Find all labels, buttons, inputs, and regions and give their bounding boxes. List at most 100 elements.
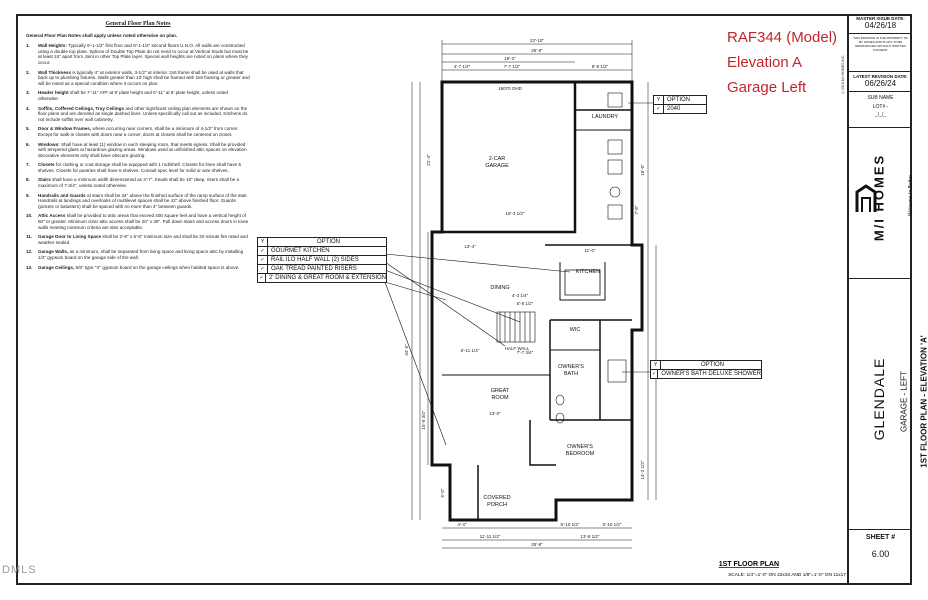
dim-bottom-right: 13'-8 1/2": [581, 534, 600, 539]
room-owners-bedroom-line1: OWNER'S: [567, 444, 593, 450]
note-item: 4. Soffits, Coffered Ceilings, Tray Ceili…: [26, 106, 250, 123]
dim-left-garage: 21'-4": [426, 154, 431, 166]
note-heading: Garage Walls,: [38, 249, 69, 255]
sub-name-label: SUB NAME: [867, 95, 894, 101]
room-wic: WIC: [570, 327, 581, 333]
room-great-room-line2: ROOM: [491, 395, 509, 401]
note-item: 8.Stairs shall have a minimum width dime…: [26, 177, 250, 188]
dim-bottom-seg1: 4'-4": [458, 522, 467, 527]
copyright: ©2018 M/I HOMES INC.: [841, 54, 845, 94]
room-owners-bedroom-line2: BEDROOM: [566, 451, 595, 457]
dim-stair-run: 7'-7 3/4": [517, 350, 534, 355]
dim-left-porch: 5'-0": [440, 488, 445, 497]
room-covered-porch-line1: COVERED: [483, 495, 510, 501]
dim-dining-width: 13'-4": [464, 244, 476, 249]
note-body: shall have a minimum width dimensioned a…: [38, 177, 240, 189]
room-owners-bath-line1: OWNER'S: [558, 364, 584, 370]
dim-bottom-seg3: 5'-10 1/2": [603, 522, 622, 527]
note-heading: Soffits, Coffered Ceilings, Tray Ceiling…: [38, 105, 125, 111]
note-body: for clothing or coat storage shall be eq…: [38, 162, 242, 173]
dim-top-seg3: 8'-8 1/2": [592, 64, 609, 69]
note-heading: Wall Heights:: [38, 43, 67, 49]
dim-left-overall: 34'-5": [404, 344, 409, 356]
check-icon: ✓: [258, 274, 267, 282]
sheet-number: 6.00: [871, 549, 890, 559]
check-icon: ✓: [258, 247, 268, 255]
dim-dining-depth: 6'-11 1/4": [461, 348, 480, 353]
dim-bottom-left: 11'-11 1/2": [480, 534, 501, 539]
note-body: at stairs shall be 34" above the finishe…: [38, 192, 248, 209]
elevation-label: Elevation A: [727, 54, 803, 71]
dim-left-great-room: 15'-0 3/4": [421, 410, 426, 429]
note-body: shall be 7'-11" AFF at 9' plate height a…: [38, 90, 228, 101]
note-item: 5. Door & Window Frames, where occurring …: [26, 126, 250, 137]
option-item: RAIL ILO HALF WALL (2) SIDES: [271, 257, 359, 263]
dim-right-bedroom: 14'-2 1/2": [640, 460, 645, 479]
dim-bottom-overall: 25'-8": [531, 542, 543, 547]
brand-tagline: Welcome to Better.: [908, 173, 914, 217]
note-body: where occurring near corners, shall be a…: [38, 126, 239, 137]
note-heading: Door & Window Frames,: [38, 126, 92, 132]
note-body: shall be 2'-8" x 6'-8" minimum size and …: [38, 234, 248, 245]
dim-garage-door: 16070 OHD: [498, 86, 523, 91]
note-heading: Garage Door to Living Space: [38, 234, 102, 240]
note-body: shall be provided to attic areas that ex…: [38, 213, 249, 230]
note-item: 9.Handrails and Guards at stairs shall b…: [26, 193, 250, 210]
option-item: OAK TREAD PAINTED RISERS: [271, 266, 357, 272]
note-number: 1.: [26, 43, 30, 49]
note-number: 4.: [26, 105, 30, 111]
title-block: MASTER ISSUE DATE: 04/26/18 THIS DRAWING…: [847, 14, 928, 585]
dim-kitchen-width: 11'-0": [584, 248, 596, 253]
dim-bottom-seg2: 5'-10 1/2": [561, 522, 580, 527]
dim-top-garage: 18'-3": [504, 56, 516, 61]
note-number: 12.: [26, 249, 33, 255]
latest-revision-date: 06/26/24: [864, 79, 897, 88]
check-icon: ✓: [258, 256, 268, 264]
note-heading: Header height: [38, 90, 69, 96]
laundry-option-item: 2040: [667, 106, 681, 112]
bath-option-item: OWNER'S BATH DELUXE SHOWER: [661, 371, 761, 377]
room-garage-line1: 2-CAR: [489, 156, 506, 162]
note-number: 3.: [26, 90, 30, 96]
note-number: 2.: [26, 69, 30, 75]
mls-watermark: DMLS: [2, 564, 37, 576]
note-body: as a minimum, shall be separated from li…: [38, 249, 244, 260]
brand-logo-icon: [855, 184, 877, 212]
note-number: 7.: [26, 162, 30, 168]
note-body: Typically 9'-1-1/2" first floor and 8'-1…: [38, 43, 249, 65]
room-kitchen: KITCHEN: [576, 269, 600, 275]
check-icon: ✓: [258, 265, 268, 273]
dim-great-room-width: 13'-0": [489, 411, 501, 416]
plan-sheet-description: 1ST FLOOR PLAN - ELEVATION 'A': [919, 335, 928, 468]
option-header: OPTION: [667, 97, 691, 103]
note-item: 1. Wall Heights: Typically 9'-1-1/2" firs…: [26, 43, 250, 65]
note-body: Shall have at least (1) window in each s…: [38, 141, 247, 158]
note-item: 13.Garage Ceilings, 5/8" type "X" gypsum…: [26, 265, 250, 271]
general-notes: General Floor Plan Notes General Floor P…: [26, 21, 250, 462]
latest-revision-label: LATEST REVISION DATE:: [853, 74, 908, 79]
note-number: 10.: [26, 213, 33, 219]
master-issue-date: 04/26/18: [864, 21, 897, 30]
brand-name: M/I HOMES: [871, 153, 887, 242]
note-heading: Wall Thickness: [38, 69, 72, 75]
plan-scale: SCALE: 1/4"=1'-0" ON 22x34 AND 1/8"=1'-0…: [728, 572, 846, 578]
note-number: 5.: [26, 126, 30, 132]
note-heading: Closets: [38, 162, 55, 168]
notes-title: General Floor Plan Notes: [105, 21, 171, 27]
note-item: 2. Wall Thickness is typically 4" at exte…: [26, 70, 250, 87]
half-wall-label: HALF WALL: [505, 346, 530, 351]
note-number: 13.: [26, 264, 33, 270]
master-issue-label: MASTER ISSUE DATE:: [856, 16, 905, 21]
disclaimer: THIS DRAWING IS THE PROPERTY OF M/I HOME…: [849, 34, 912, 72]
room-garage-line2: GARAGE: [485, 163, 509, 169]
plan-garage-side: GARAGE - LEFT: [899, 371, 909, 432]
dim-top-seg1: 4'-7 1/2": [454, 64, 471, 69]
dim-stair-2: 4'-3 1/4": [512, 293, 529, 298]
note-number: 6.: [26, 141, 30, 147]
note-item: 12. Garage Walls, as a minimum, shall be …: [26, 249, 250, 260]
note-body: is typically 4" at exterior walls, 3-1/2…: [38, 69, 250, 86]
notes-lead: General Floor Plan Notes shall apply unl…: [26, 32, 178, 38]
option-header: OPTION: [700, 362, 724, 368]
